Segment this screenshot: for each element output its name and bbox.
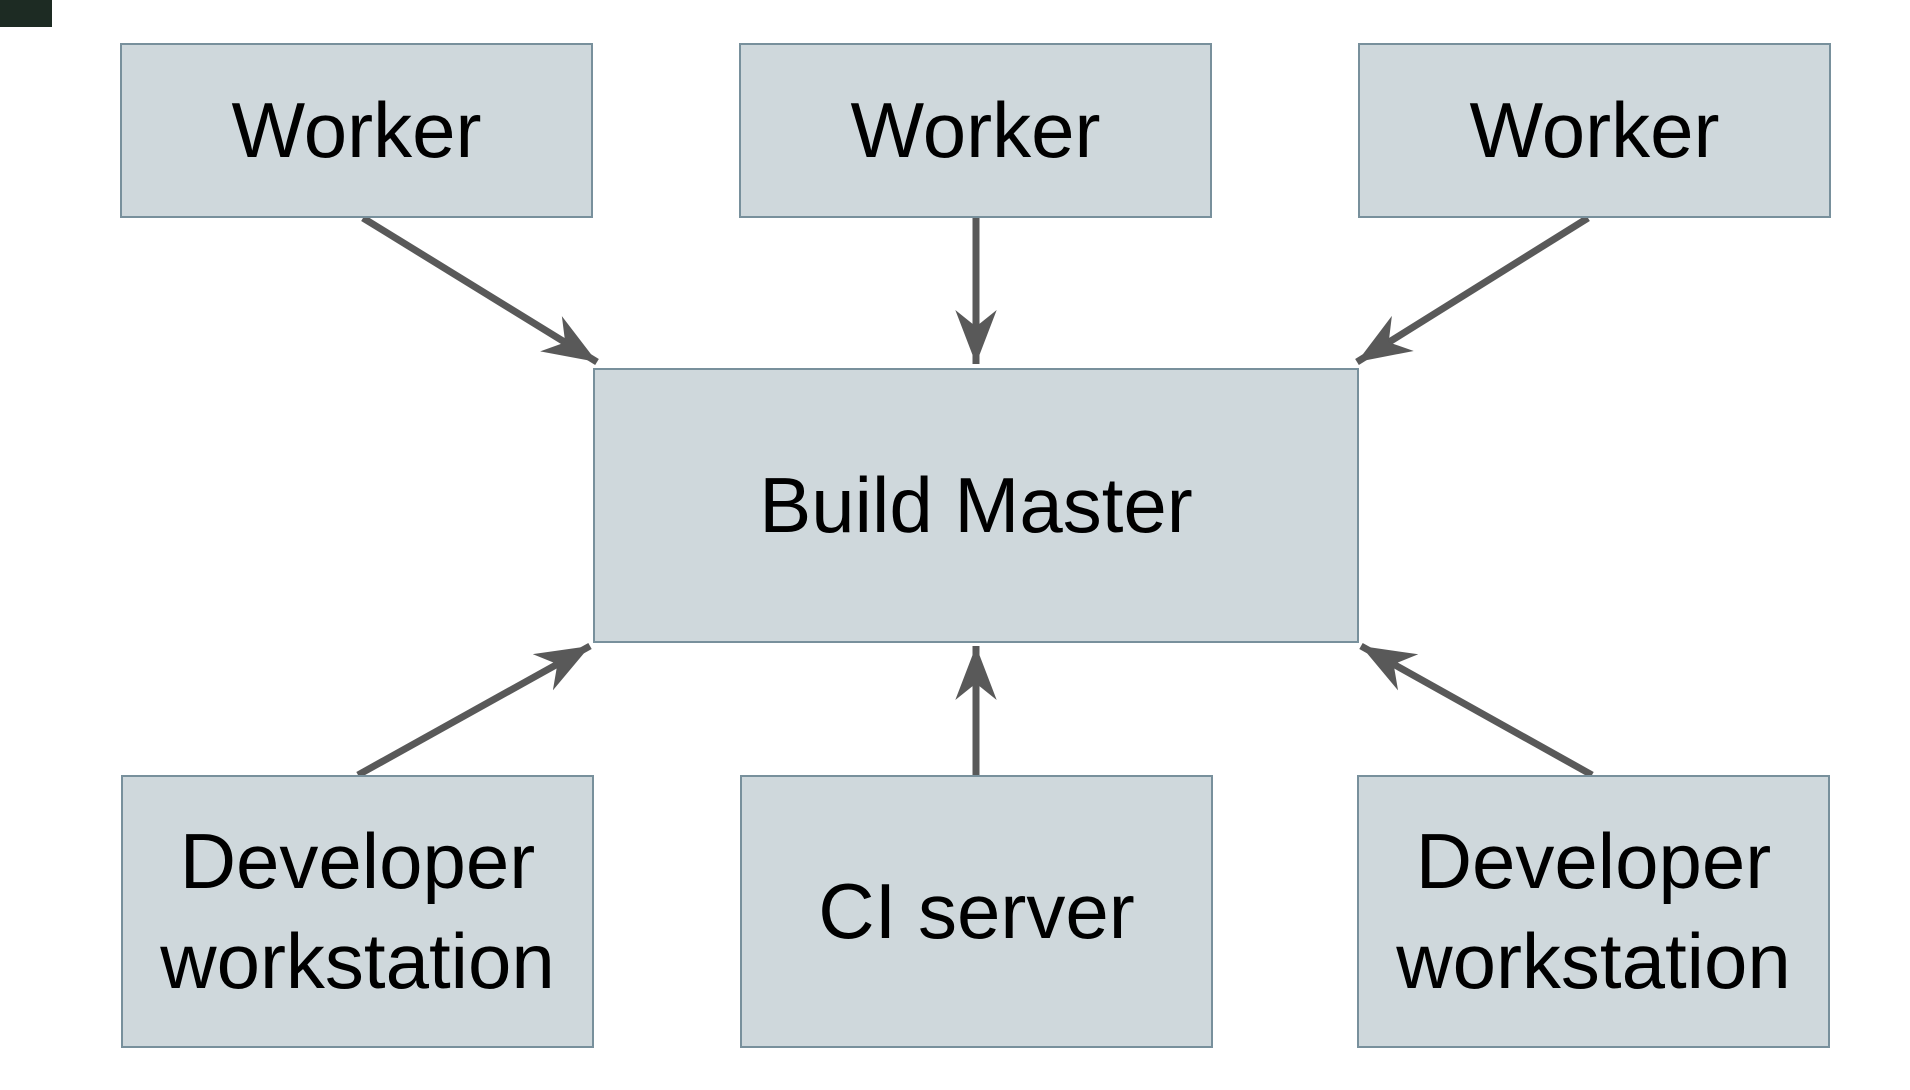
node-ci-server: CI server	[740, 775, 1213, 1048]
node-dev-workstation-right: Developer workstation	[1357, 775, 1830, 1048]
node-dev-workstation-left: Developer workstation	[121, 775, 594, 1048]
arrow-dev-workstation-left-to-build-master	[356, 642, 592, 779]
node-build-master-label: Build Master	[759, 460, 1193, 549]
node-worker-3: Worker	[1358, 43, 1831, 218]
node-ci-server-label: CI server	[818, 866, 1135, 955]
node-dev-workstation-right-label: Developer workstation	[1396, 816, 1791, 1005]
node-worker-1: Worker	[120, 43, 593, 218]
arrow-worker-3-to-build-master	[1355, 215, 1590, 365]
node-worker-3-label: Worker	[1469, 85, 1720, 174]
arrow-dev-workstation-right-to-build-master	[1359, 642, 1594, 779]
arrow-worker-1-to-build-master	[361, 215, 599, 365]
node-build-master: Build Master	[593, 368, 1359, 643]
node-dev-workstation-left-label: Developer workstation	[160, 816, 555, 1005]
corner-fragment	[0, 0, 52, 27]
node-worker-2: Worker	[739, 43, 1212, 218]
node-worker-1-label: Worker	[231, 85, 482, 174]
node-worker-2-label: Worker	[850, 85, 1101, 174]
